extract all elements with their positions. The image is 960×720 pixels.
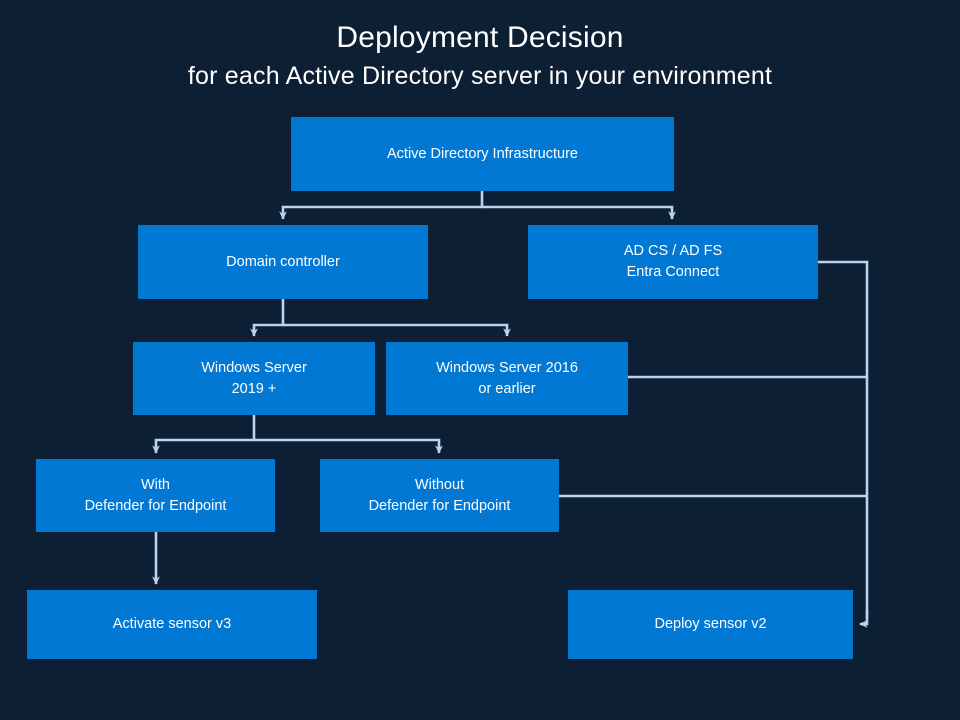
connector-adcs-to-rail [818, 260, 869, 618]
connector-dc-to-server-2019 [250, 299, 285, 337]
connector-server2019-to-without-mde [254, 438, 443, 454]
node-windows-server-2016[interactable]: Windows Server 2016 or earlier [386, 342, 628, 415]
title-primary: Deployment Decision [336, 21, 624, 54]
connector-dc-to-server-2016 [283, 323, 511, 337]
node-domain-controller[interactable]: Domain controller [138, 225, 428, 299]
page-title: Deployment Decision for each Active Dire… [0, 18, 960, 94]
node-activate-sensor-v3[interactable]: Activate sensor v3 [27, 590, 317, 659]
node-ad-infrastructure[interactable]: Active Directory Infrastructure [291, 117, 674, 191]
connector-server2019-to-with-mde [152, 415, 256, 454]
node-without-mde[interactable]: Without Defender for Endpoint [320, 459, 559, 532]
node-windows-server-2019[interactable]: Windows Server 2019 + [133, 342, 375, 415]
node-deploy-sensor-v2[interactable]: Deploy sensor v2 [568, 590, 853, 659]
connector-infra-to-domain-controller [279, 191, 484, 220]
title-secondary: for each Active Directory server in your… [187, 62, 773, 90]
node-with-mde[interactable]: With Defender for Endpoint [36, 459, 275, 532]
connector-infra-to-adcs [482, 205, 676, 220]
node-adcs-adfs-entra[interactable]: AD CS / AD FS Entra Connect [528, 225, 818, 299]
connector-rail-to-deploy-v2 [859, 610, 869, 628]
